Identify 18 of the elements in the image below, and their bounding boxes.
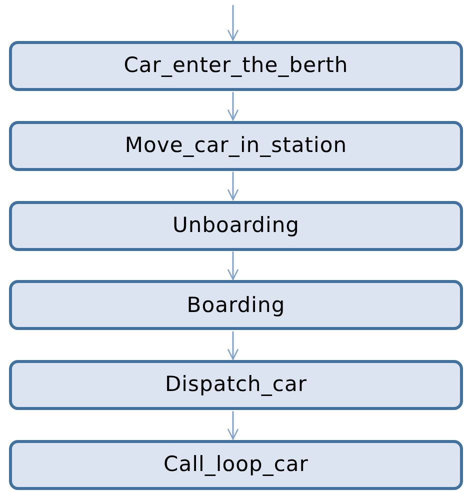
step-label: Move_car_in_station: [124, 132, 348, 160]
process-box: [9, 280, 463, 330]
arrow: [227, 411, 239, 440]
arrow: [227, 331, 239, 360]
step-label: Call_loop_car: [164, 451, 308, 478]
process-box: [9, 440, 463, 490]
step-label: Unboarding: [172, 212, 300, 239]
step-label: Car_enter_the_berth: [124, 52, 348, 80]
arrow: [227, 92, 239, 120]
arrow: [227, 172, 239, 200]
process-box: [9, 360, 463, 410]
step-label: Boarding: [186, 292, 286, 319]
process-box: [9, 41, 463, 91]
step-label: Dispatch_car: [164, 371, 308, 398]
arrow: [227, 252, 239, 280]
process-box: [9, 200, 463, 251]
process-box: [9, 120, 463, 171]
arrow: [227, 5, 239, 41]
